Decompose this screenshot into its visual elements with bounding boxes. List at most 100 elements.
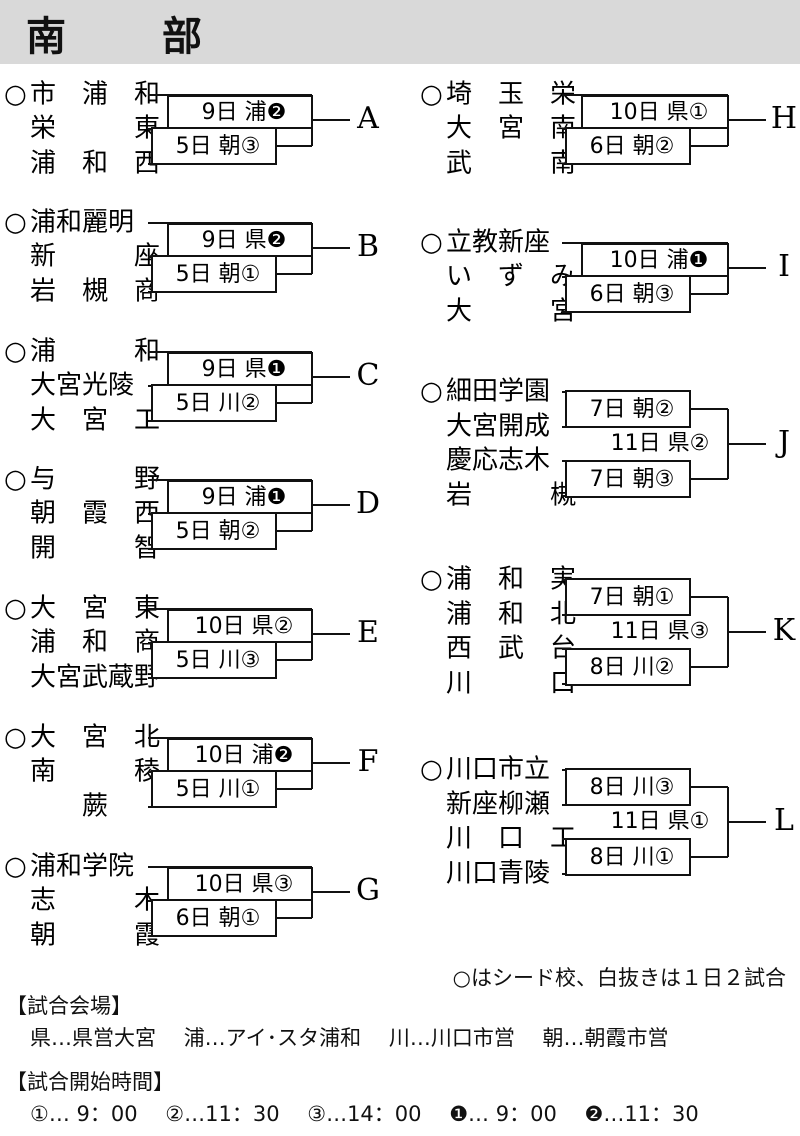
header-band: 南 部 xyxy=(0,0,800,64)
match-label: 5日 川① xyxy=(176,777,261,802)
match-box xyxy=(167,95,313,129)
team-name: 栄 東 xyxy=(30,114,160,144)
match-box xyxy=(565,390,691,428)
match-label: 9日 浦❷ xyxy=(202,100,287,125)
match-label: 8日 川① xyxy=(590,845,675,870)
match-label: 6日 朝① xyxy=(176,906,261,931)
venue-list: 県…県営大宮 浦…アイ･スタ浦和 川…川口市営 朝…朝霞市営 xyxy=(30,1022,800,1052)
match-box xyxy=(151,512,277,550)
seed-mark: ○ xyxy=(4,208,27,238)
page-title: 南 部 xyxy=(26,14,230,60)
match-label: 11日 県② xyxy=(611,431,710,456)
match-label: 5日 川③ xyxy=(176,648,261,673)
team-name: 立教新座 xyxy=(446,228,550,258)
match-label: 6日 朝② xyxy=(590,134,675,159)
venue-item: 川…川口市営 xyxy=(388,1026,515,1050)
team-name: 川 口 工 xyxy=(446,824,576,854)
legend-note: ○はシード校、白抜きは１日２試合 xyxy=(452,966,786,990)
team-name: 大 宮 東 xyxy=(30,594,160,624)
team-name: 大宮武蔵野 xyxy=(30,663,160,693)
team-name: 大宮光陵 xyxy=(30,371,134,401)
team-name: 浦 和 実 xyxy=(446,565,576,595)
match-label: 8日 川③ xyxy=(590,775,675,800)
seed-mark: ○ xyxy=(4,723,27,753)
seed-mark: ○ xyxy=(4,852,27,882)
block-letter: C xyxy=(357,358,380,393)
team-name: 細田学園 xyxy=(446,377,550,407)
match-box xyxy=(167,609,313,643)
time-item: ❷…11：30 xyxy=(584,1102,699,1126)
block-letter: A xyxy=(356,101,379,136)
team-name: 川口青陵 xyxy=(446,859,550,889)
team-name: 岩 槻 商 xyxy=(30,277,160,307)
match-label: 9日 県❶ xyxy=(202,357,287,382)
match-box xyxy=(565,127,691,165)
seed-mark: ○ xyxy=(420,228,443,258)
match-label: 7日 朝② xyxy=(590,397,675,422)
match-box xyxy=(151,384,277,422)
match-box xyxy=(565,768,691,806)
team-name: 大 宮 北 xyxy=(30,723,160,753)
block-letter: H xyxy=(771,101,797,136)
seed-mark: ○ xyxy=(4,594,27,624)
team-name: 南 稜 xyxy=(30,757,160,787)
team-name: 開 智 xyxy=(30,534,160,564)
team-name: 埼 玉 栄 xyxy=(446,80,576,110)
team-name: 西 武 台 xyxy=(446,634,576,664)
match-label: 5日 朝③ xyxy=(176,134,261,159)
seed-mark: ○ xyxy=(4,465,27,495)
match-label: 10日 浦❷ xyxy=(195,743,294,768)
match-label: 5日 朝① xyxy=(176,262,261,287)
team-name: い ず み xyxy=(446,262,576,292)
team-name: 慶応志木 xyxy=(446,446,550,476)
team-name: 朝 霞 西 xyxy=(30,499,160,529)
time-heading: 【試合開始時間】 xyxy=(6,1070,174,1094)
team-name: 大宮開成 xyxy=(446,412,550,442)
block-letter: E xyxy=(357,615,379,650)
match-box xyxy=(565,460,691,498)
team-name: 与 野 xyxy=(30,465,160,495)
match-box xyxy=(167,223,313,257)
match-label: 5日 川② xyxy=(176,391,261,416)
team-name: 岩 槻 xyxy=(446,481,576,511)
time-item: ③…14：00 xyxy=(307,1102,422,1126)
match-label: 10日 県① xyxy=(610,100,709,125)
seed-mark: ○ xyxy=(4,80,27,110)
match-label: 10日 県③ xyxy=(195,872,294,897)
venue-item: 浦…アイ･スタ浦和 xyxy=(183,1026,362,1050)
team-name: 川 口 xyxy=(446,669,576,699)
match-label: 7日 朝① xyxy=(590,585,675,610)
team-name: 朝 霞 xyxy=(30,921,160,951)
team-name: 浦和麗明 xyxy=(30,208,134,238)
team-name: 大 宮 南 xyxy=(446,114,576,144)
venue-item: 朝…朝霞市営 xyxy=(542,1026,669,1050)
block-letter: G xyxy=(356,873,380,908)
match-label: 8日 川② xyxy=(590,655,675,680)
match-box xyxy=(167,867,313,901)
match-box xyxy=(581,243,729,277)
block-letter: L xyxy=(774,803,794,838)
block-letter: D xyxy=(356,486,380,521)
match-label: 10日 県② xyxy=(195,614,294,639)
team-name: 市 浦 和 xyxy=(30,80,160,110)
match-label: 5日 朝② xyxy=(176,519,261,544)
match-label: 7日 朝③ xyxy=(590,467,675,492)
team-name: 志 木 xyxy=(30,886,160,916)
block-letter: K xyxy=(773,613,796,648)
match-box xyxy=(167,352,313,386)
team-name: 大 宮 工 xyxy=(30,406,160,436)
team-name: 武 南 xyxy=(446,149,576,179)
time-item: ②…11：30 xyxy=(165,1102,280,1126)
seed-mark: ○ xyxy=(420,80,443,110)
block-letter: J xyxy=(775,425,790,460)
time-item: ❶… 9：00 xyxy=(449,1102,557,1126)
venue-item: 県…県営大宮 xyxy=(30,1026,156,1050)
team-name: 浦 和 商 xyxy=(30,628,160,658)
time-list: ①… 9：00 ②…11：30 ③…14：00 ❶… 9：00 ❷…11：30 xyxy=(30,1098,800,1128)
match-box xyxy=(151,770,277,808)
team-name: 大 宮 xyxy=(446,297,576,327)
time-item: ①… 9：00 xyxy=(30,1102,138,1126)
match-box xyxy=(167,480,313,514)
match-label: 11日 県③ xyxy=(611,619,710,644)
